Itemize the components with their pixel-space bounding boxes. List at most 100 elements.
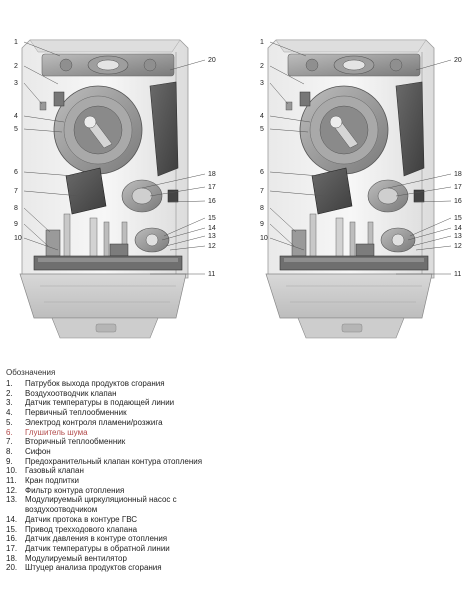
legend-item: 8.Сифон	[6, 447, 470, 457]
callout-line	[167, 200, 206, 203]
callout-label-right: 15	[454, 215, 462, 222]
boiler-unit-left	[19, 39, 189, 339]
callout-line	[23, 128, 63, 133]
legend-item: 17.Датчик температуры в обратной линии	[6, 544, 470, 554]
callout-line	[165, 235, 206, 247]
callout-label-right: 14	[208, 225, 216, 232]
callout-label-right: 16	[454, 198, 462, 205]
callout-line	[415, 245, 452, 251]
callout-label-left: 7	[260, 188, 264, 195]
legend-item-text: Модулируемый циркуляционный насос с	[25, 495, 177, 505]
callout-line	[269, 237, 305, 251]
callout-line	[269, 115, 311, 123]
legend-item-number: 3.	[6, 398, 13, 408]
legend-item-number: 18.	[6, 553, 18, 563]
legend-item-text: Глушитель шума	[25, 427, 88, 437]
legend-item-text: Датчик температуры в обратной линии	[25, 543, 170, 553]
callout-line	[169, 59, 206, 71]
legend-item: 18.Модулируемый вентилятор	[6, 554, 470, 564]
legend-item-text: Датчик температуры в подающей линии	[25, 398, 175, 408]
legend-item-text: Фильтр контура отопления	[25, 485, 125, 495]
boiler-unit-right	[265, 39, 435, 339]
callout-line	[269, 128, 309, 133]
callout-label-left: 8	[260, 205, 264, 212]
callout-label-right: 11	[454, 271, 461, 278]
legend-item-text: Привод трехходового клапана	[25, 524, 138, 534]
legend-item-text: Датчик давления в контуре отопления	[25, 534, 168, 544]
callout-label-left: 4	[260, 113, 264, 120]
legend-item: 14.Датчик протока в контуре ГВС	[6, 515, 470, 525]
legend-item-text: Первичный теплообменник	[25, 408, 127, 418]
legend-item-number: 16.	[6, 534, 18, 544]
legend-item-text: Сифон	[25, 446, 51, 456]
callout-label-right: 16	[208, 198, 216, 205]
legend-item: 16. Датчик давления в контуре отопления	[6, 534, 470, 544]
legend-item: 5.Электрод контроля пламени/розжига	[6, 418, 470, 428]
callout-line	[161, 227, 206, 241]
legend-item-text: Вторичный теплообменник	[25, 437, 126, 447]
legend-item-number: 13.	[6, 495, 18, 505]
callout-label-right: 17	[208, 184, 216, 191]
legend-item-number: 10.	[6, 466, 18, 476]
callout-label-left: 5	[14, 126, 18, 133]
legend-item: 12.Фильтр контура отопления	[6, 486, 470, 496]
callout-label-left: 6	[260, 169, 264, 176]
callout-line	[269, 171, 321, 177]
legend-item-number	[6, 505, 25, 515]
callout-line	[387, 173, 452, 189]
callout-label-left: 3	[260, 80, 264, 87]
legend-item: 10.Газовый клапан	[6, 466, 470, 476]
callout-line	[409, 217, 452, 237]
legend-item-number: 11.	[6, 476, 17, 486]
callout-label-left: 7	[14, 188, 18, 195]
legend-item: воздухоотводчиком	[6, 505, 470, 515]
callout-line	[407, 227, 452, 241]
callout-line	[149, 186, 206, 197]
callout-line	[23, 171, 75, 177]
boiler-diagram-svg: 1234567891020181716151413121112345678910…	[14, 39, 462, 339]
legend-item: 4.Первичный теплообменник	[6, 408, 470, 418]
callout-line	[23, 190, 81, 197]
legend-item: 11.Кран подпитки	[6, 476, 470, 486]
callout-line	[415, 59, 452, 71]
callout-label-left: 8	[14, 205, 18, 212]
callout-line	[269, 207, 297, 233]
callout-line	[23, 237, 59, 251]
callout-label-right: 11	[208, 271, 215, 278]
legend-title: Обозначения	[6, 368, 56, 377]
callout-line	[23, 65, 59, 85]
callout-line	[269, 190, 327, 197]
legend-item-number: 20.	[6, 563, 18, 573]
legend-item: 2. Воздухоотводчик клапан	[6, 389, 470, 399]
callout-line	[141, 173, 206, 189]
callout-label-left: 5	[260, 126, 264, 133]
callout-line	[23, 223, 49, 247]
legend-item-text: Воздухоотводчик клапан	[25, 388, 117, 398]
legend-item-number: 5.	[6, 417, 13, 427]
callout-label-right: 15	[208, 215, 216, 222]
legend-item-text: воздухоотводчиком	[25, 505, 98, 515]
legend-item-number: 15.	[6, 524, 18, 534]
callout-line	[169, 245, 206, 251]
callout-line	[269, 65, 305, 85]
legend-item: 9.Предохранительный клапан контура отопл…	[6, 457, 470, 467]
legend-item-number: 2.	[6, 388, 13, 398]
callout-line	[23, 82, 43, 105]
legend-item: 15. Привод трехходового клапана	[6, 525, 470, 535]
callout-line	[395, 186, 452, 197]
callout-label-right: 18	[454, 171, 462, 178]
callout-label-right: 18	[208, 171, 216, 178]
legend: Обозначения 1.Патрубок выхода продуктов …	[6, 368, 470, 573]
callout-line	[23, 41, 61, 57]
legend-item: 3. Датчик температуры в подающей линии	[6, 398, 470, 408]
callout-label-right: 12	[454, 243, 462, 250]
callout-label-right: 13	[208, 233, 216, 240]
callout-line	[269, 82, 289, 105]
callout-label-left: 4	[14, 113, 18, 120]
callout-label-left: 2	[14, 63, 18, 70]
legend-item-number: 6.	[6, 427, 13, 437]
callout-label-left: 3	[14, 80, 18, 87]
legend-item-number: 9.	[6, 456, 13, 466]
